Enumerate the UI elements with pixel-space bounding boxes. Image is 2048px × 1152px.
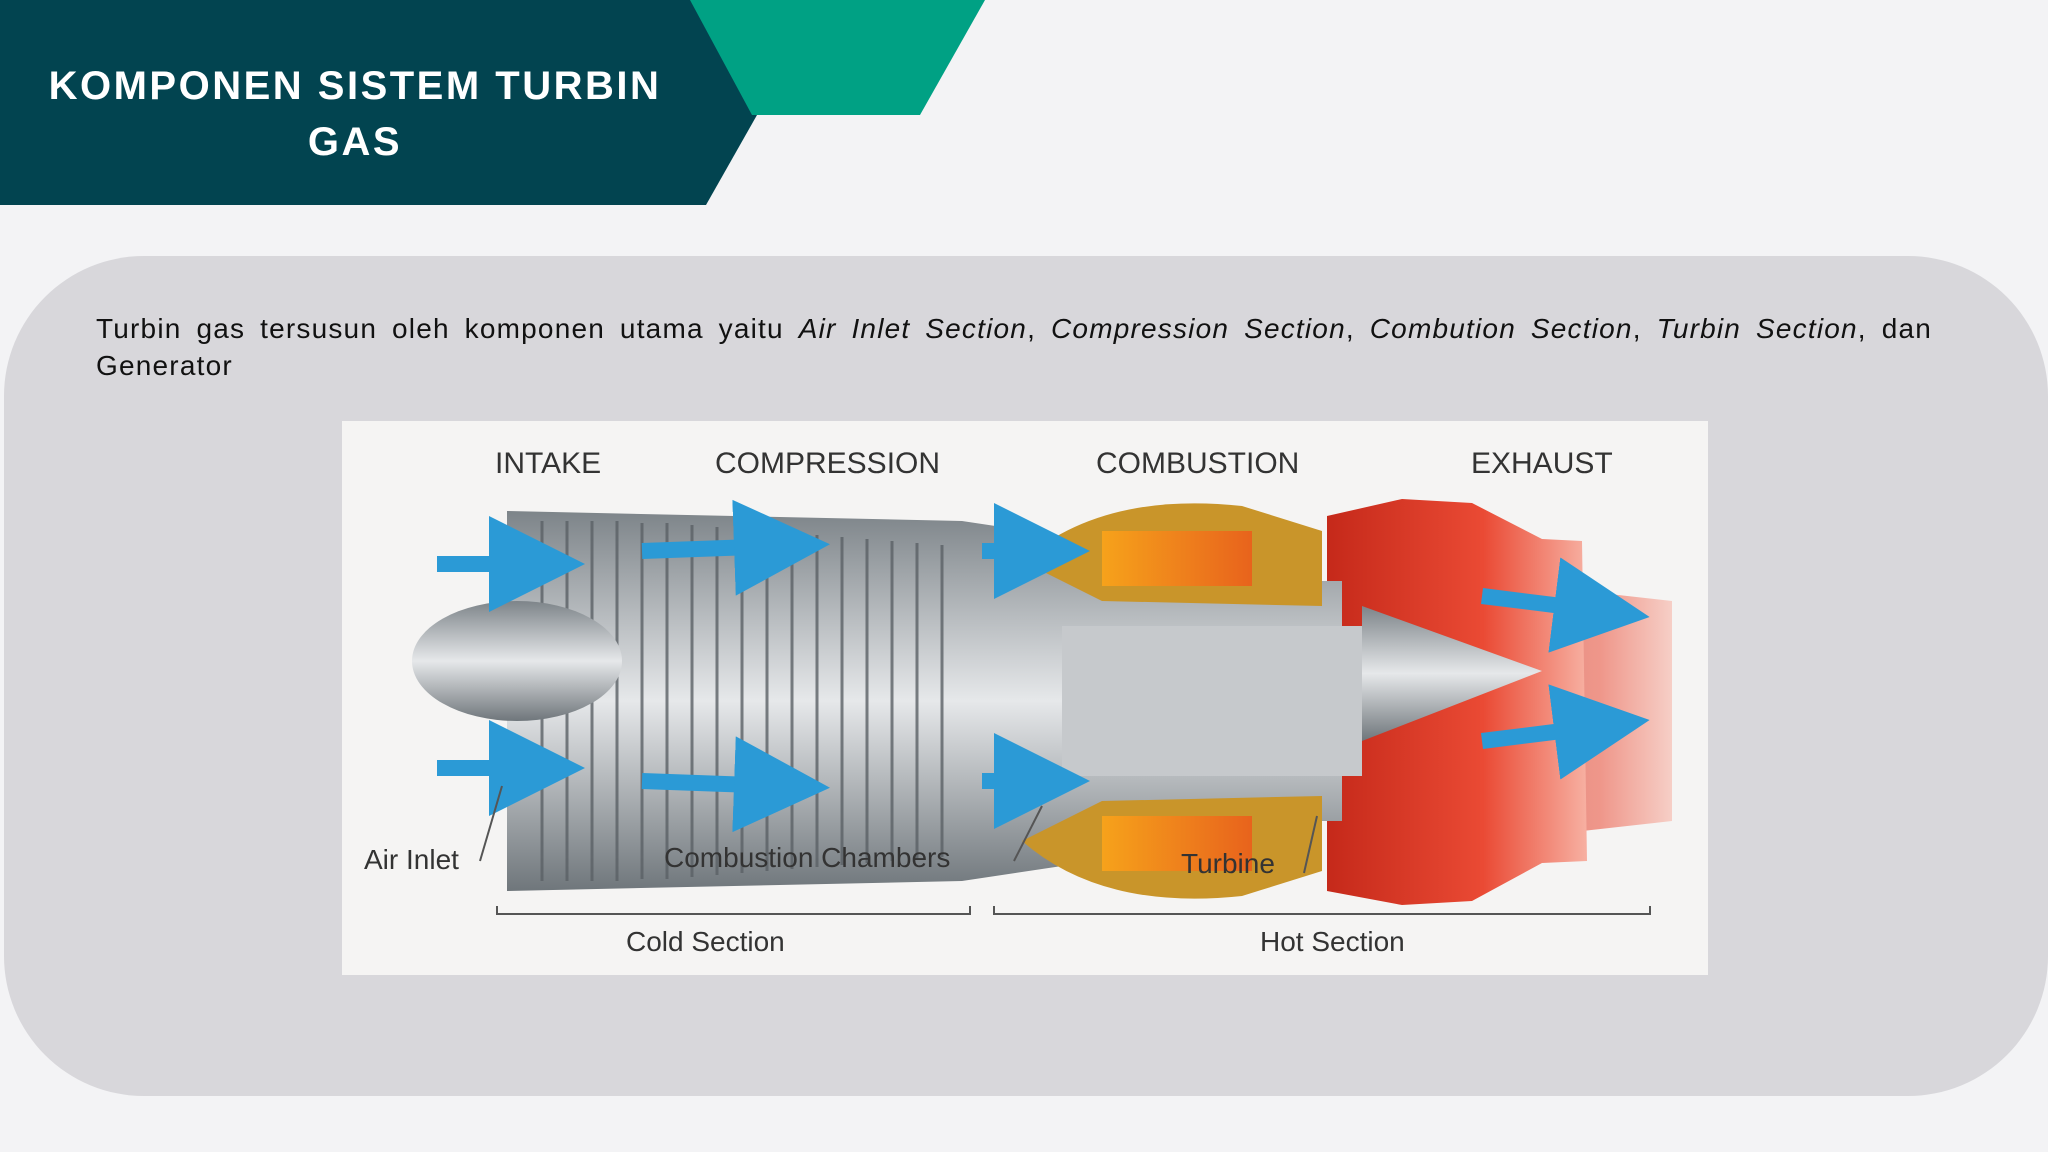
component-compression: Compression Section bbox=[1051, 313, 1346, 344]
component-combustion: Combution Section bbox=[1369, 313, 1633, 344]
intro-separator: , bbox=[1632, 313, 1657, 344]
intro-tail: , dan Generator bbox=[96, 313, 1933, 381]
callout-line-combustion-chambers bbox=[1013, 805, 1043, 862]
label-exhaust: EXHAUST bbox=[1471, 447, 1613, 480]
label-combustion: COMBUSTION bbox=[1096, 447, 1299, 480]
bracket-cold-section bbox=[496, 906, 971, 915]
intro-separator: , bbox=[1345, 313, 1370, 344]
label-cold-section: Cold Section bbox=[626, 926, 785, 957]
component-air-inlet: Air Inlet Section bbox=[798, 313, 1028, 344]
exhaust-cone bbox=[1362, 606, 1542, 741]
component-turbine: Turbin Section bbox=[1656, 313, 1858, 344]
gas-turbine-diagram: INTAKE COMPRESSION COMBUSTION EXHAUST Ai… bbox=[342, 421, 1708, 975]
callout-turbine: Turbine bbox=[1181, 848, 1275, 879]
callout-line-air-inlet bbox=[479, 785, 503, 862]
turbine-shaft bbox=[1062, 626, 1362, 776]
label-hot-section: Hot Section bbox=[1260, 926, 1405, 957]
page-title-line-2: GAS bbox=[307, 120, 403, 164]
label-compression: COMPRESSION bbox=[715, 447, 940, 480]
flame-lower bbox=[1102, 816, 1252, 871]
flame-upper bbox=[1102, 531, 1252, 586]
intro-separator: , bbox=[1027, 313, 1051, 344]
nose-cone bbox=[412, 601, 622, 721]
airflow-arrows bbox=[437, 499, 1650, 833]
callout-line-turbine bbox=[1303, 815, 1318, 874]
callout-combustion-chambers: Combustion Chambers bbox=[664, 842, 950, 873]
intro-paragraph: Turbin gas tersusun oleh komponen utama … bbox=[96, 310, 1932, 384]
label-intake: INTAKE bbox=[495, 447, 601, 480]
page-title-line-1: KOMPONEN SISTEM TURBIN bbox=[48, 64, 662, 108]
title-banner bbox=[0, 0, 757, 205]
callout-air-inlet: Air Inlet bbox=[364, 844, 459, 875]
intro-lead: Turbin gas tersusun oleh komponen utama … bbox=[96, 313, 799, 344]
bracket-hot-section bbox=[993, 906, 1651, 915]
page-title: KOMPONEN SISTEM TURBIN GAS bbox=[20, 58, 690, 170]
